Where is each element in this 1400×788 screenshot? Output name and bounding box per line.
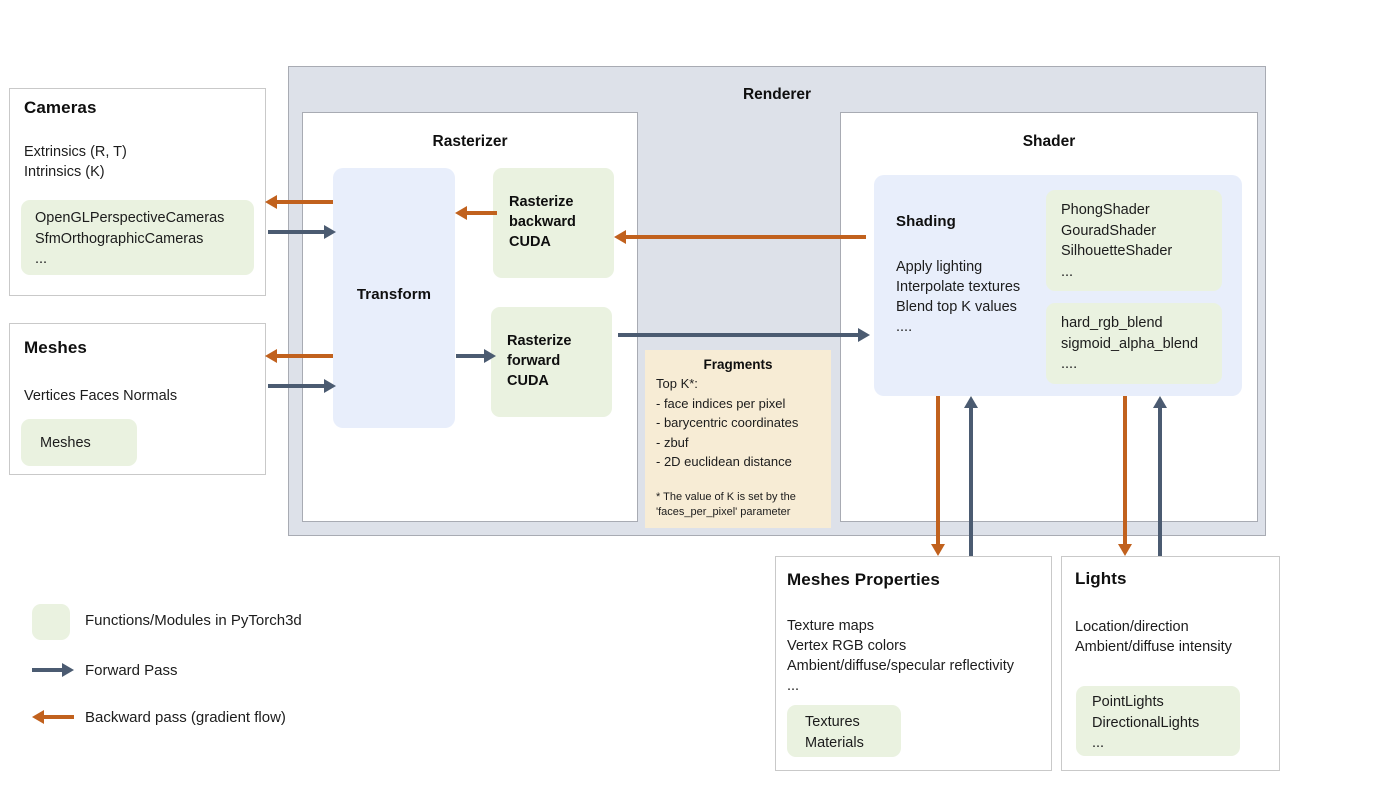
meshes-chip-box[interactable] [21, 419, 137, 466]
fragments-footnote: * The value of K is set by the 'faces_pe… [656, 491, 796, 518]
arrow-forward-from-cameras [268, 225, 336, 239]
legend-forward-label: Forward Pass [85, 662, 178, 679]
rasterizer-title: Rasterizer [432, 133, 508, 150]
arrow-forward-rasterizer-to-shader [618, 328, 870, 342]
meshes-properties: Vertices Faces Normals [24, 388, 178, 404]
renderer-title: Renderer [742, 86, 812, 103]
legend-backward-label: Backward pass (gradient flow) [85, 709, 286, 726]
lights-chip-label: PointLights DirectionalLights ... [1092, 694, 1200, 751]
cameras-chip-label: OpenGLPerspectiveCameras SfmOrthographic… [35, 210, 225, 247]
arrow-backward-shader-to-rasterizer [614, 230, 866, 244]
lights-chip-box[interactable] [1076, 686, 1240, 756]
meshes-title: Meshes [24, 338, 87, 357]
blend-functions-chip-label: hard_rgb_blend sigmoid_alpha_blend .... [1061, 315, 1199, 372]
cameras-properties: Extrinsics (R, T) Intrinsics (K) [24, 144, 127, 180]
cameras-title: Cameras [24, 98, 97, 117]
arrow-forward-transform-to-rasterize [456, 349, 496, 363]
cameras-chip-ellipsis: ... [35, 251, 48, 267]
meshes-properties-body: Texture maps Vertex RGB colors Ambient/d… [787, 618, 1015, 694]
legend-forward-arrow-icon [32, 663, 74, 677]
meshes-chip-label: Meshes [40, 435, 91, 451]
lights-title: Lights [1075, 569, 1127, 588]
shader-modules-chip-box[interactable] [1046, 190, 1222, 291]
arrow-forward-mesh-properties-to-shader [964, 396, 978, 556]
rasterize-backward-label: Rasterize backward CUDA [509, 194, 576, 250]
meshes-properties-chip-box[interactable] [787, 705, 901, 757]
legend-module-swatch [32, 604, 70, 640]
transform-box[interactable] [333, 168, 455, 428]
rasterize-backward-box[interactable] [493, 168, 614, 278]
shading-title: Shading [896, 213, 956, 230]
rasterize-forward-label: Rasterize forward CUDA [507, 333, 572, 389]
meshes-properties-title: Meshes Properties [787, 570, 940, 589]
lights-body: Location/direction Ambient/diffuse inten… [1075, 619, 1232, 655]
blend-functions-chip-box[interactable] [1046, 303, 1222, 384]
arrow-backward-to-meshes [265, 349, 333, 363]
arrow-backward-to-cameras [265, 195, 333, 209]
legend-backward-arrow-icon [32, 710, 74, 724]
arrow-forward-lights-to-shader [1153, 396, 1167, 556]
fragments-body: Top K*: - face indices per pixel - baryc… [656, 376, 799, 469]
shading-body: Apply lighting Interpolate textures Blen… [896, 259, 1021, 335]
arrow-backward-shader-to-lights [1118, 396, 1132, 556]
shader-modules-chip-label: PhongShader GouradShader SilhouetteShade… [1061, 202, 1173, 280]
fragments-title: Fragments [703, 357, 773, 372]
arrow-forward-from-meshes [268, 379, 336, 393]
cameras-chip-box[interactable] [21, 200, 254, 275]
arrow-backward-rasterize-to-transform [455, 206, 497, 220]
fragments-box [645, 350, 831, 528]
rasterize-forward-box[interactable] [491, 307, 612, 417]
shader-title: Shader [1022, 133, 1076, 150]
legend-module-label: Functions/Modules in PyTorch3d [85, 612, 302, 629]
meshes-properties-chip-label: Textures Materials [805, 714, 864, 751]
arrow-backward-shader-to-mesh-properties [931, 396, 945, 556]
transform-label: Transform [356, 286, 432, 303]
